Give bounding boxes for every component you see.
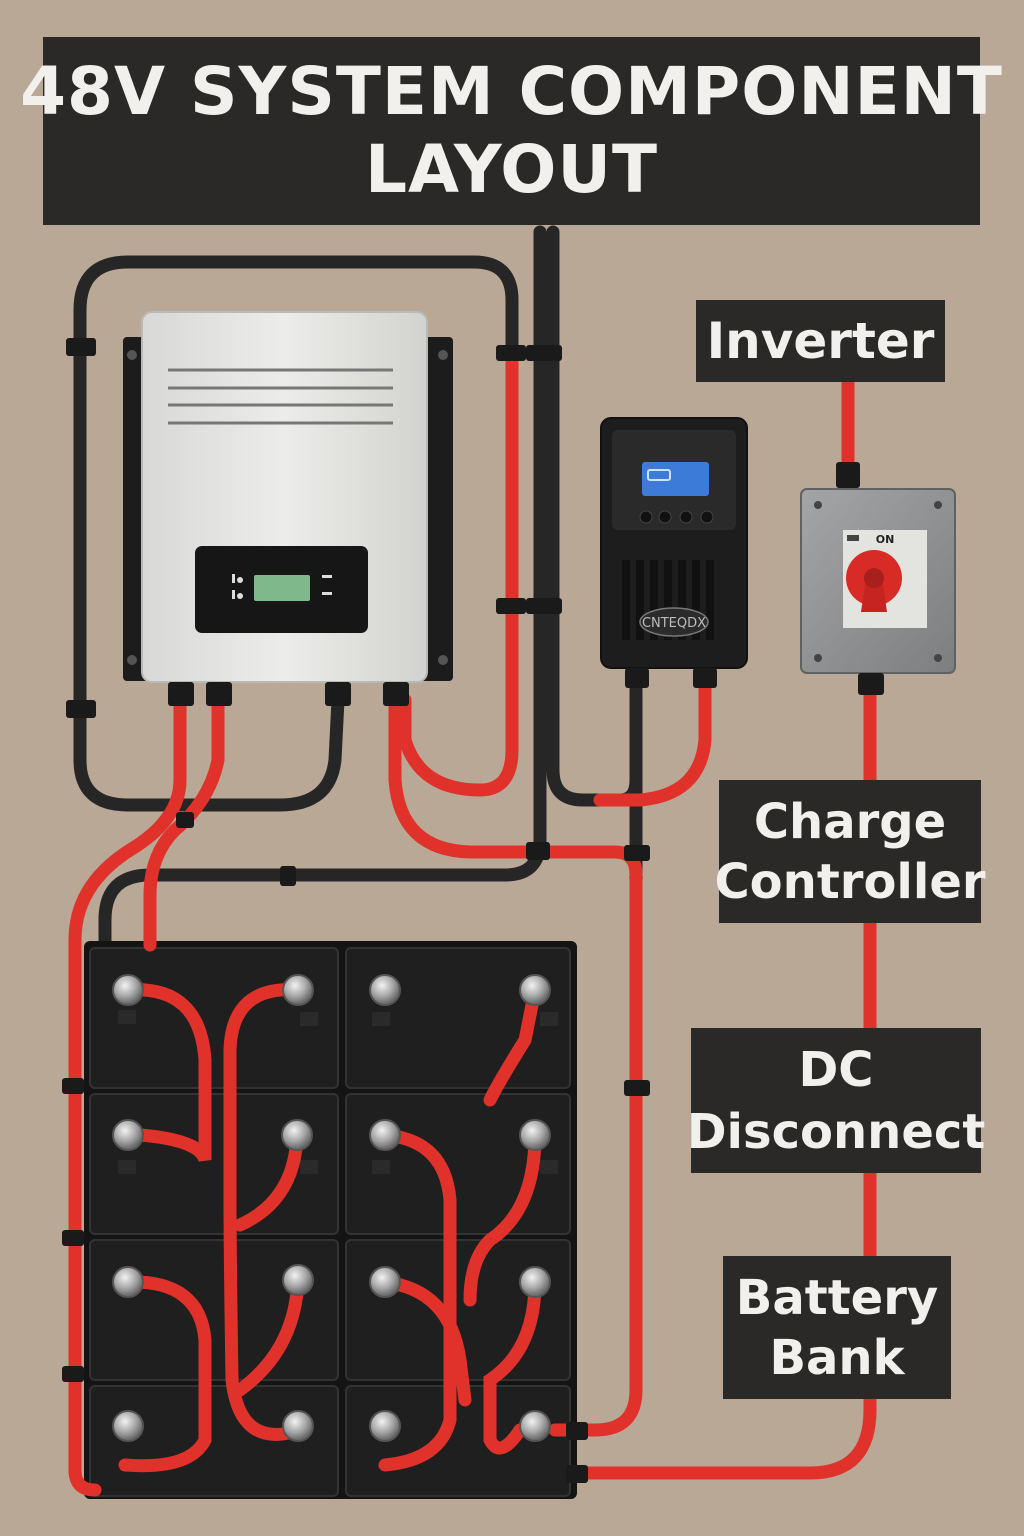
cable-ties <box>62 338 650 1483</box>
label-battery-bank: Battery Bank <box>723 1256 951 1399</box>
inverter-lcd-screen <box>254 575 310 601</box>
label-battery-bank-line-1: Battery <box>735 1269 939 1326</box>
label-dc-disconnect-line-1: DC <box>798 1041 874 1098</box>
charge-controller-buttons <box>639 510 714 524</box>
label-charge-controller-line-2: Controller <box>714 853 986 910</box>
diagram-title-banner: 48V SYSTEM COMPONENT LAYOUT <box>20 37 1002 225</box>
inverter-cable-glands <box>168 462 884 706</box>
label-charge-controller: Charge Controller <box>714 780 986 923</box>
label-dc-disconnect-line-2: Disconnect <box>686 1103 986 1160</box>
battery-vent-caps <box>118 1010 558 1174</box>
battery-terminals <box>112 974 551 1442</box>
battery-cells <box>89 947 571 1497</box>
label-dc-disconnect: DC Disconnect <box>687 1028 985 1173</box>
label-battery-bank-line-2: Bank <box>769 1329 905 1386</box>
label-inverter-text: Inverter <box>706 312 935 370</box>
disconnect-on-label: ON <box>876 533 895 546</box>
inverter-panel-icons <box>232 574 332 599</box>
title-line-2: LAYOUT <box>365 131 658 208</box>
charge-controller-brand: CNTEQDX <box>642 616 706 631</box>
red-cables <box>68 353 877 1497</box>
inverter <box>123 311 453 683</box>
title-line-1: 48V SYSTEM COMPONENT <box>20 53 1003 130</box>
label-inverter: Inverter <box>696 300 945 382</box>
label-charge-controller-line-1: Charge <box>753 793 947 850</box>
inverter-vents <box>168 368 393 425</box>
charge-controller: CNTEQDX <box>600 417 748 669</box>
charge-controller-heatsink <box>622 560 714 640</box>
dc-disconnect: ON <box>800 488 956 674</box>
